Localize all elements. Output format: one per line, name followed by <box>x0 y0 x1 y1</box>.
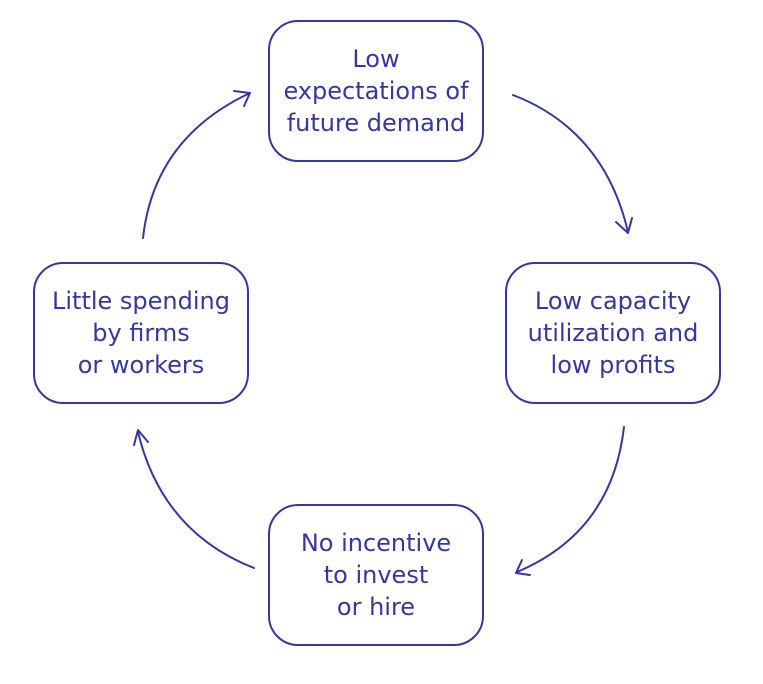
node-text-line: utilization and <box>527 319 699 347</box>
node-no-incentive: No incentive to invest or hire <box>268 504 484 646</box>
arrow-right-to-bottom <box>516 426 625 573</box>
arrow-left-to-top <box>142 92 251 239</box>
arrowhead-right-to-bottom <box>515 559 531 576</box>
node-text-line: Low <box>352 45 400 73</box>
node-text-line: No incentive <box>300 529 452 557</box>
arrow-top-to-right <box>512 94 629 233</box>
node-text-line: by firms <box>92 319 190 347</box>
node-text-line: to invest <box>323 561 429 589</box>
node-text-line: or hire <box>336 593 416 621</box>
node-text-line: low profits <box>550 351 676 379</box>
arrowhead-bottom-to-left <box>133 429 149 446</box>
arrowhead-top-to-right <box>615 217 633 234</box>
node-text-line: expectations of <box>283 77 469 105</box>
node-low-capacity-utilization: Low capacity utilization and low profits <box>505 262 721 404</box>
node-text-line: or workers <box>77 351 205 379</box>
arrowhead-left-to-top <box>233 90 251 107</box>
arrow-bottom-to-left <box>137 431 255 569</box>
node-little-spending: Little spending by firms or workers <box>33 262 249 404</box>
node-text-line: Little spending <box>52 287 230 315</box>
node-text-line: Low capacity <box>534 287 692 315</box>
node-low-expectations: Low expectations of future demand <box>268 20 484 162</box>
node-text-line: future demand <box>286 109 466 137</box>
